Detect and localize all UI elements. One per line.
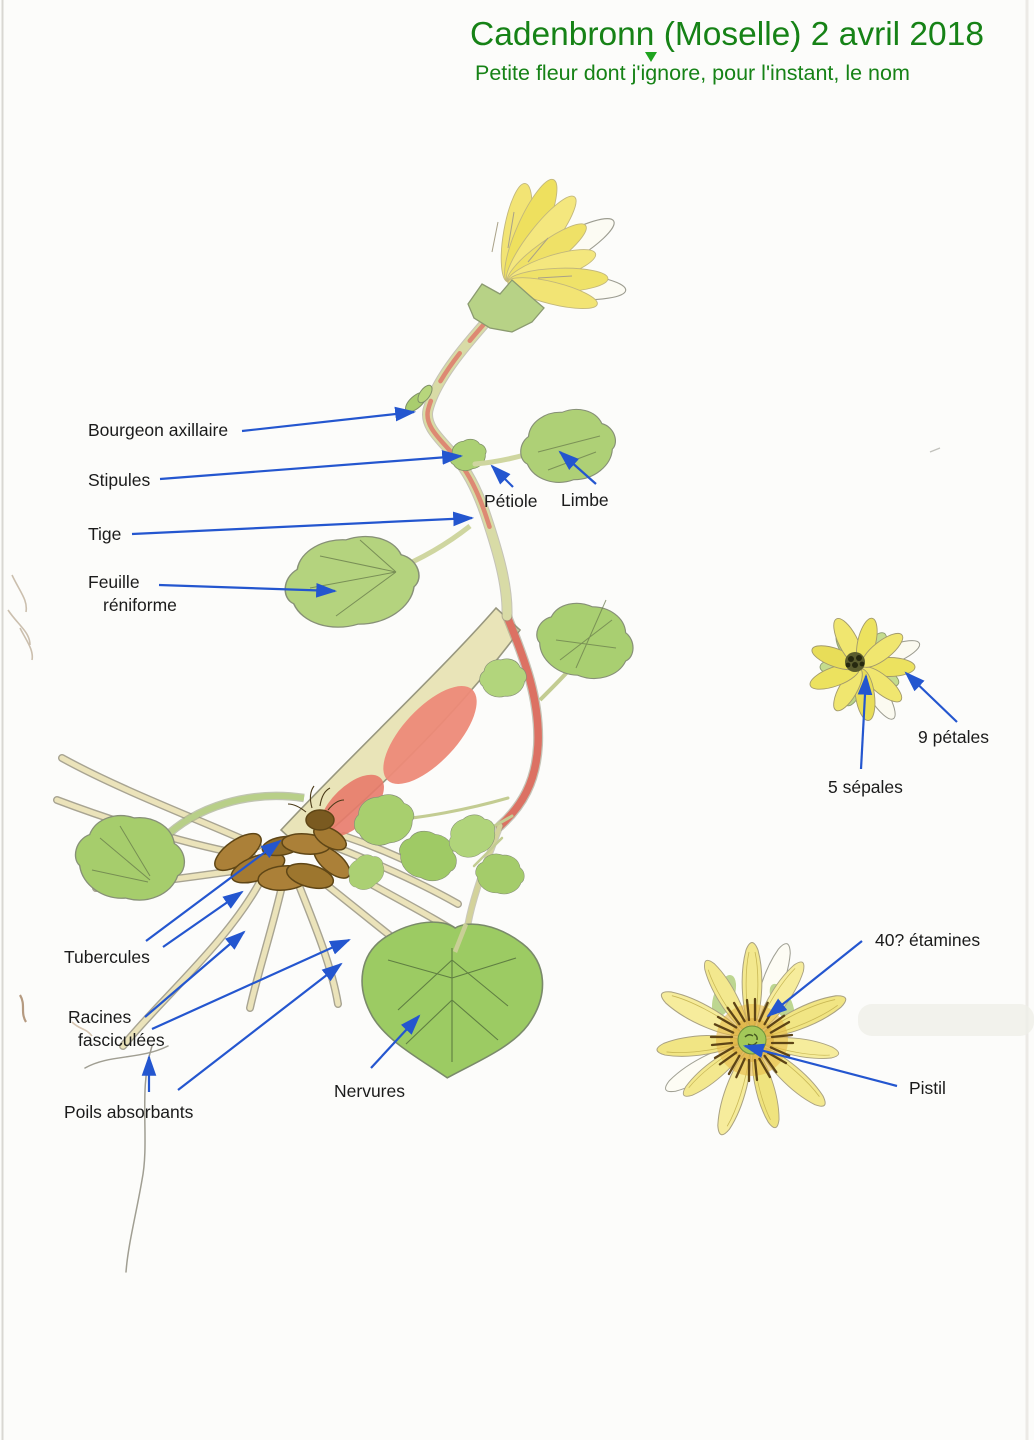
label-bourgeon-axillaire: Bourgeon axillaire	[88, 420, 229, 440]
label-poils-absorbants: Poils absorbants	[64, 1102, 194, 1122]
arrow-tubercules-2	[162, 890, 244, 948]
arrow-tubercules-1	[145, 839, 282, 942]
tubers	[214, 785, 351, 891]
arrow-feuille-reniforme	[158, 583, 338, 598]
stipule-leaflet	[445, 434, 491, 476]
small-flower-petals	[809, 617, 916, 721]
arrow-bourgeon-axillaire	[241, 406, 417, 433]
label-stipules: Stipules	[88, 470, 151, 490]
arrow-etamines	[766, 940, 863, 1018]
mid-leaf-cluster	[340, 788, 528, 897]
mid-palmate-leaves	[477, 595, 641, 702]
leaf-limbe	[514, 402, 622, 490]
annotation-arrows	[131, 406, 958, 1092]
arrow-5-sepales	[857, 673, 873, 770]
arrow-tige	[131, 511, 475, 536]
label-racines-fasciculees: Racines fasciculées	[68, 1007, 165, 1050]
fleshy-stem	[279, 606, 522, 854]
label-feuille-reniforme: Feuille réniforme	[88, 572, 177, 615]
arrow-racines-2	[151, 938, 351, 1031]
label-40-etamines: 40? étamines	[875, 930, 981, 950]
arrow-9-petales	[904, 671, 958, 723]
arrow-nervures	[370, 1014, 421, 1069]
green-pointer-icon	[645, 52, 657, 62]
top-flower-sepals	[467, 279, 545, 333]
leaf-reniforme	[278, 524, 472, 636]
page-title: Cadenbronn (Moselle) 2 avril 2018	[470, 16, 984, 53]
big-flower-stamens	[709, 997, 795, 1083]
top-flower	[467, 178, 627, 333]
arrow-stipules	[159, 450, 464, 481]
big-flower	[655, 939, 851, 1139]
small-flower-center	[845, 652, 865, 672]
label-tige: Tige	[88, 524, 122, 544]
label-petiole: Pétiole	[484, 491, 538, 511]
small-flower	[809, 617, 921, 721]
arrow-pistil	[742, 1043, 898, 1088]
label-5-sepales: 5 sépales	[828, 777, 903, 797]
arrow-petiole	[490, 464, 514, 488]
arrow-racines-1	[144, 930, 246, 1018]
label-nervures: Nervures	[334, 1081, 405, 1101]
arrow-racines-3	[177, 962, 343, 1091]
label-tubercules: Tubercules	[64, 947, 150, 967]
main-stem	[405, 300, 545, 622]
label-limbe: Limbe	[561, 490, 609, 510]
label-9-petales: 9 pétales	[918, 727, 990, 747]
page-subtitle: Petite fleur dont j'ignore, pour l'insta…	[475, 61, 910, 85]
left-stem-and-leaf	[70, 791, 305, 906]
bottom-leaf	[356, 917, 547, 1084]
arrow-limbe	[558, 450, 597, 485]
label-pistil: Pistil	[909, 1078, 946, 1098]
